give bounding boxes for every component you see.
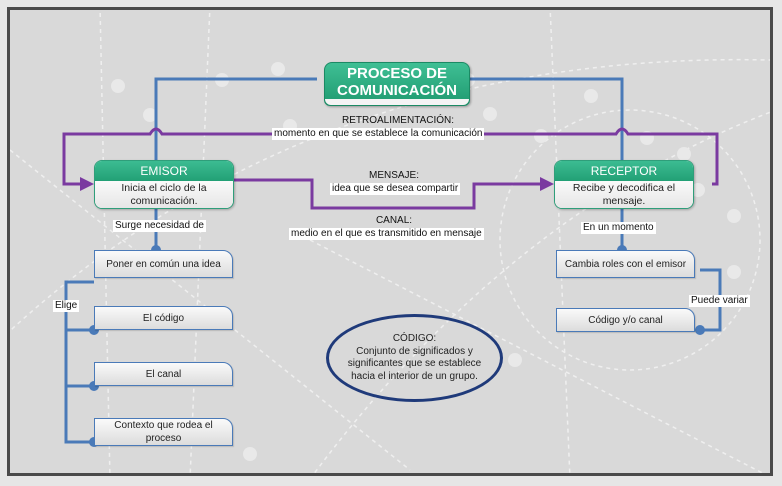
codigo-box[interactable]: El código xyxy=(94,306,233,330)
receptor-body: Recibe y decodifica el mensaje. xyxy=(555,181,693,208)
title-line-2: COMUNICACIÓN xyxy=(337,82,457,99)
receptor-node[interactable]: RECEPTOR Recibe y decodifica el mensaje. xyxy=(554,160,694,209)
codigo-note-line: significantes que se establece xyxy=(347,358,482,369)
canal-desc: medio en el que es transmitido en mensaj… xyxy=(289,228,484,240)
contexto-box[interactable]: Contexto que rodea el proceso xyxy=(94,418,233,446)
title-line-1: PROCESO DE xyxy=(346,65,448,82)
emisor-header: EMISOR xyxy=(95,161,233,181)
link-title-emisor xyxy=(154,77,317,167)
receptor-header: RECEPTOR xyxy=(555,161,693,181)
link-title-receptor xyxy=(461,77,624,167)
title-node-footer xyxy=(325,99,469,105)
retroalimentacion-desc: momento en que se establece la comunicac… xyxy=(272,128,485,140)
link-mensaje xyxy=(230,178,542,210)
cambia-roles-box[interactable]: Cambia roles con el emisor xyxy=(556,250,695,278)
canal-box[interactable]: El canal xyxy=(94,362,233,386)
mensaje-desc: idea que se desea compartir xyxy=(330,183,461,195)
poner-en-comun-box[interactable]: Poner en común una idea xyxy=(94,250,233,278)
codigo-note[interactable]: CÓDIGO: Conjunto de significados y signi… xyxy=(326,314,503,402)
elige-label: Elige xyxy=(53,300,80,312)
puede-variar-label: Puede variar xyxy=(689,295,750,307)
codigo-note-line: hacia el interior de un grupo. xyxy=(351,370,478,382)
canal-title: CANAL: xyxy=(375,215,413,226)
en-un-momento-label: En un momento xyxy=(581,222,656,234)
emisor-body: Inicia el ciclo de la comunicación. xyxy=(95,181,233,208)
emisor-node[interactable]: EMISOR Inicia el ciclo de la comunicació… xyxy=(94,160,234,209)
codigo-note-line: Conjunto de significados y xyxy=(356,345,473,357)
title-node[interactable]: PROCESO DE COMUNICACIÓN xyxy=(324,62,470,106)
retroalimentacion-title: RETROALIMENTACIÓN: xyxy=(341,115,455,126)
diagram-canvas: PROCESO DE COMUNICACIÓN EMISOR Inicia el… xyxy=(7,7,773,476)
mensaje-title: MENSAJE: xyxy=(368,170,419,181)
surge-necesidad-label: Surge necesidad de xyxy=(113,220,206,232)
codigo-note-title: CÓDIGO: xyxy=(392,333,437,344)
codigo-canal-box[interactable]: Código y/o canal xyxy=(556,308,695,332)
